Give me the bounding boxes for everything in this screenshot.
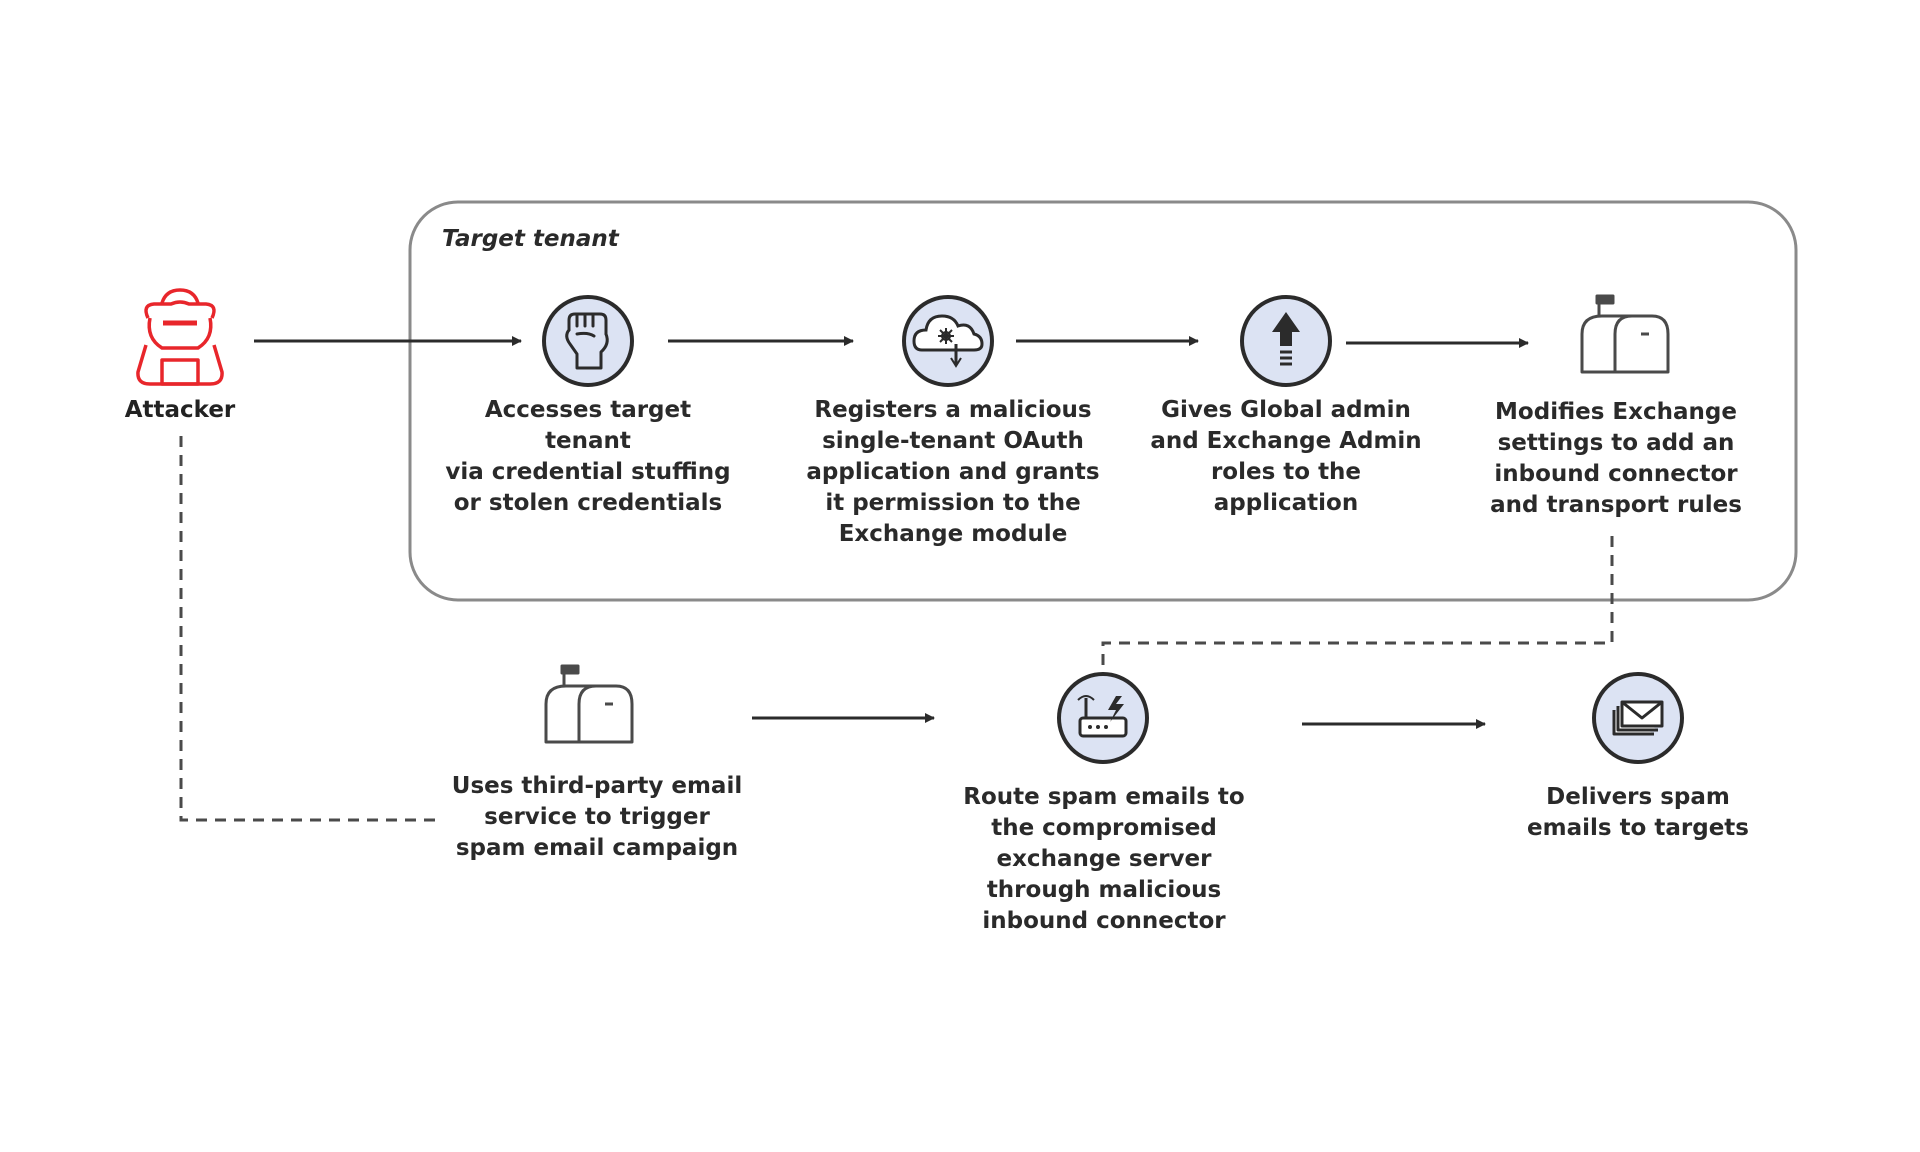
attacker-label: Attacker (124, 397, 236, 423)
step-label: Gives Global admin and Exchange Admin ro… (1150, 397, 1422, 516)
target-tenant-box (408, 200, 1798, 602)
envelope-stack-icon (1592, 672, 1684, 764)
up-arrow-icon (1240, 295, 1332, 387)
tenant-title: Target tenant (442, 226, 619, 252)
step-label: Accesses target tenant via credential st… (445, 397, 731, 516)
mailbox-icon (544, 664, 634, 744)
step-label: Modifies Exchange settings to add an inb… (1490, 399, 1742, 518)
fist-icon (542, 295, 634, 387)
cloud-app-icon (902, 295, 994, 387)
mailbox-icon (1580, 294, 1670, 374)
step-label: Delivers spam emails to targets (1527, 784, 1749, 841)
step-label: Route spam emails to the compromised exc… (963, 784, 1245, 934)
step-label: Uses third-party email service to trigge… (451, 773, 743, 861)
dashed-attacker-to-step5 (179, 436, 436, 822)
dashed-step4-to-step6 (1101, 536, 1614, 676)
router-icon (1057, 672, 1149, 764)
hooded-attacker-icon (136, 288, 224, 386)
step-label: Registers a malicious single-tenant OAut… (806, 397, 1100, 547)
